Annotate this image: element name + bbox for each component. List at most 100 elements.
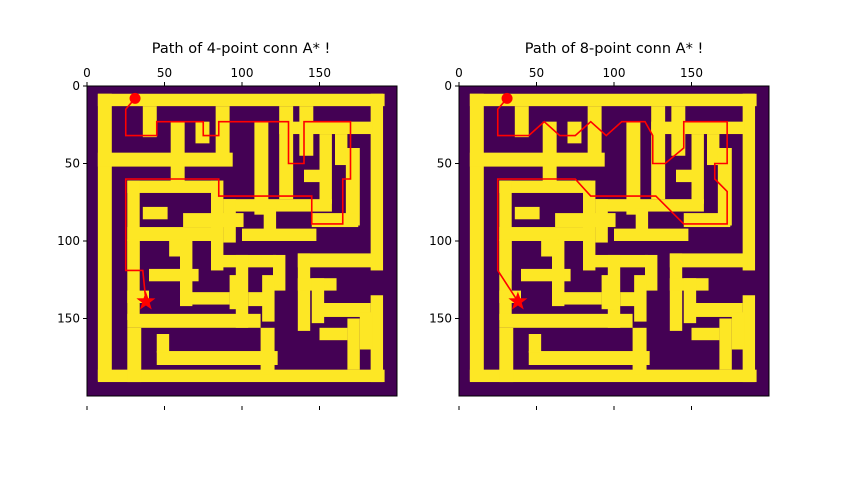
maze-corridor bbox=[311, 213, 359, 228]
maze-corridor bbox=[127, 313, 261, 328]
maze-corridor bbox=[97, 93, 385, 107]
maze-corridor bbox=[127, 180, 219, 193]
maze-corridor bbox=[127, 239, 140, 271]
maze-corridor bbox=[127, 327, 142, 383]
y-tick-label: 100 bbox=[429, 234, 452, 248]
maze-corridor bbox=[370, 295, 384, 383]
maze-corridor bbox=[742, 93, 756, 271]
maze-corridor bbox=[242, 228, 317, 241]
maze-corridor bbox=[297, 253, 311, 331]
x-tick-label: 150 bbox=[680, 66, 703, 80]
maze-corridor bbox=[731, 312, 745, 350]
maze-corridor bbox=[170, 121, 185, 187]
x-tick-label: 150 bbox=[308, 66, 331, 80]
maze-corridor bbox=[180, 292, 230, 305]
maze-corridor bbox=[669, 253, 683, 331]
maze-corridor bbox=[273, 254, 286, 291]
maze-corridor bbox=[97, 93, 112, 381]
maze-corridor bbox=[552, 241, 565, 307]
y-tick-label: 100 bbox=[57, 234, 80, 248]
maze-corridor bbox=[335, 134, 348, 166]
x-tick-label: 0 bbox=[455, 66, 463, 80]
maze-corridor bbox=[469, 93, 484, 381]
maze-corridor bbox=[514, 206, 540, 220]
y-tick-label: 150 bbox=[429, 312, 452, 326]
chart-title: Path of 8-point conn A* ! bbox=[525, 41, 704, 57]
maze-corridor bbox=[142, 206, 168, 220]
maze-corridor bbox=[469, 93, 757, 107]
maze-corridor bbox=[669, 253, 748, 268]
maze-corridor bbox=[707, 134, 720, 166]
maze-corridor bbox=[499, 239, 512, 271]
maze-corridor bbox=[691, 327, 720, 341]
maze-corridor bbox=[97, 369, 385, 383]
maze-corridor bbox=[279, 121, 373, 135]
maze-corridor bbox=[142, 106, 157, 138]
maze-corridor bbox=[626, 121, 641, 215]
maze-corridor bbox=[156, 334, 170, 353]
x-tick-label: 50 bbox=[157, 66, 172, 80]
maze-corridor bbox=[319, 327, 348, 341]
maze-corridor bbox=[552, 292, 602, 305]
maze-corridor bbox=[279, 106, 294, 200]
x-tick-label: 100 bbox=[231, 66, 254, 80]
maze-corridor bbox=[345, 148, 360, 226]
y-tick-label: 0 bbox=[444, 79, 452, 93]
maze-corridor bbox=[645, 254, 658, 291]
chart-panel-8-point: Path of 8-point conn A* ! 0 50 100 150 0 50 10… bbox=[429, 41, 770, 410]
path-line bbox=[124, 97, 352, 302]
maze-corridor bbox=[97, 152, 233, 167]
maze-corridor bbox=[528, 351, 650, 365]
maze-corridor bbox=[717, 148, 732, 226]
maze-corridor bbox=[499, 227, 583, 241]
maze-corridors bbox=[97, 93, 385, 383]
x-tick-label: 0 bbox=[83, 66, 91, 80]
maze-corridor bbox=[651, 121, 745, 135]
maze-corridor bbox=[614, 228, 689, 241]
maze-corridor bbox=[469, 369, 757, 383]
maze-corridor bbox=[499, 313, 633, 328]
maze-corridor bbox=[691, 303, 743, 317]
maze-corridor bbox=[691, 134, 704, 204]
chart-title: Path of 4-point conn A* ! bbox=[152, 41, 331, 57]
maze-corridor bbox=[262, 275, 275, 322]
y-tick-label: 150 bbox=[57, 312, 80, 326]
maze-corridor bbox=[742, 295, 756, 383]
x-tick-label: 50 bbox=[529, 66, 544, 80]
maze-corridors bbox=[469, 93, 757, 383]
maze-corridor bbox=[555, 213, 616, 228]
maze-corridor bbox=[370, 93, 384, 271]
maze-corridor bbox=[683, 213, 731, 228]
chart-panel-4-point: Path of 4-point conn A* ! 0 50 100 150 0 50 10… bbox=[57, 41, 398, 410]
maze-corridor bbox=[601, 275, 614, 310]
maze-corridor bbox=[595, 199, 704, 212]
x-tick-label: 100 bbox=[603, 66, 626, 80]
goal-marker bbox=[136, 291, 156, 310]
maze-corridor bbox=[319, 134, 332, 204]
maze-corridor bbox=[567, 121, 582, 144]
maze-corridor bbox=[183, 213, 244, 228]
maze-corridor bbox=[254, 121, 269, 215]
maze-corridor bbox=[499, 327, 514, 383]
maze-corridor bbox=[223, 199, 332, 212]
maze-corridor bbox=[719, 318, 732, 370]
maze-corridor bbox=[347, 318, 360, 370]
maze-corridor bbox=[542, 121, 557, 187]
y-tick-label: 50 bbox=[437, 157, 452, 171]
maze-corridor bbox=[359, 312, 373, 350]
maze-corridor bbox=[319, 303, 371, 317]
maze-corridor bbox=[514, 106, 529, 138]
maze-corridor bbox=[156, 351, 278, 365]
maze-corridor bbox=[229, 275, 242, 310]
maze-corridor bbox=[180, 241, 193, 307]
maze-corridor bbox=[528, 334, 542, 353]
start-marker bbox=[501, 92, 513, 104]
maze-corridor bbox=[297, 253, 376, 268]
maze-corridor bbox=[499, 180, 591, 193]
maze-corridor bbox=[127, 227, 211, 241]
start-marker bbox=[129, 92, 141, 104]
y-tick-label: 50 bbox=[65, 157, 80, 171]
y-tick-label: 0 bbox=[72, 79, 80, 93]
maze-corridor bbox=[469, 152, 605, 167]
